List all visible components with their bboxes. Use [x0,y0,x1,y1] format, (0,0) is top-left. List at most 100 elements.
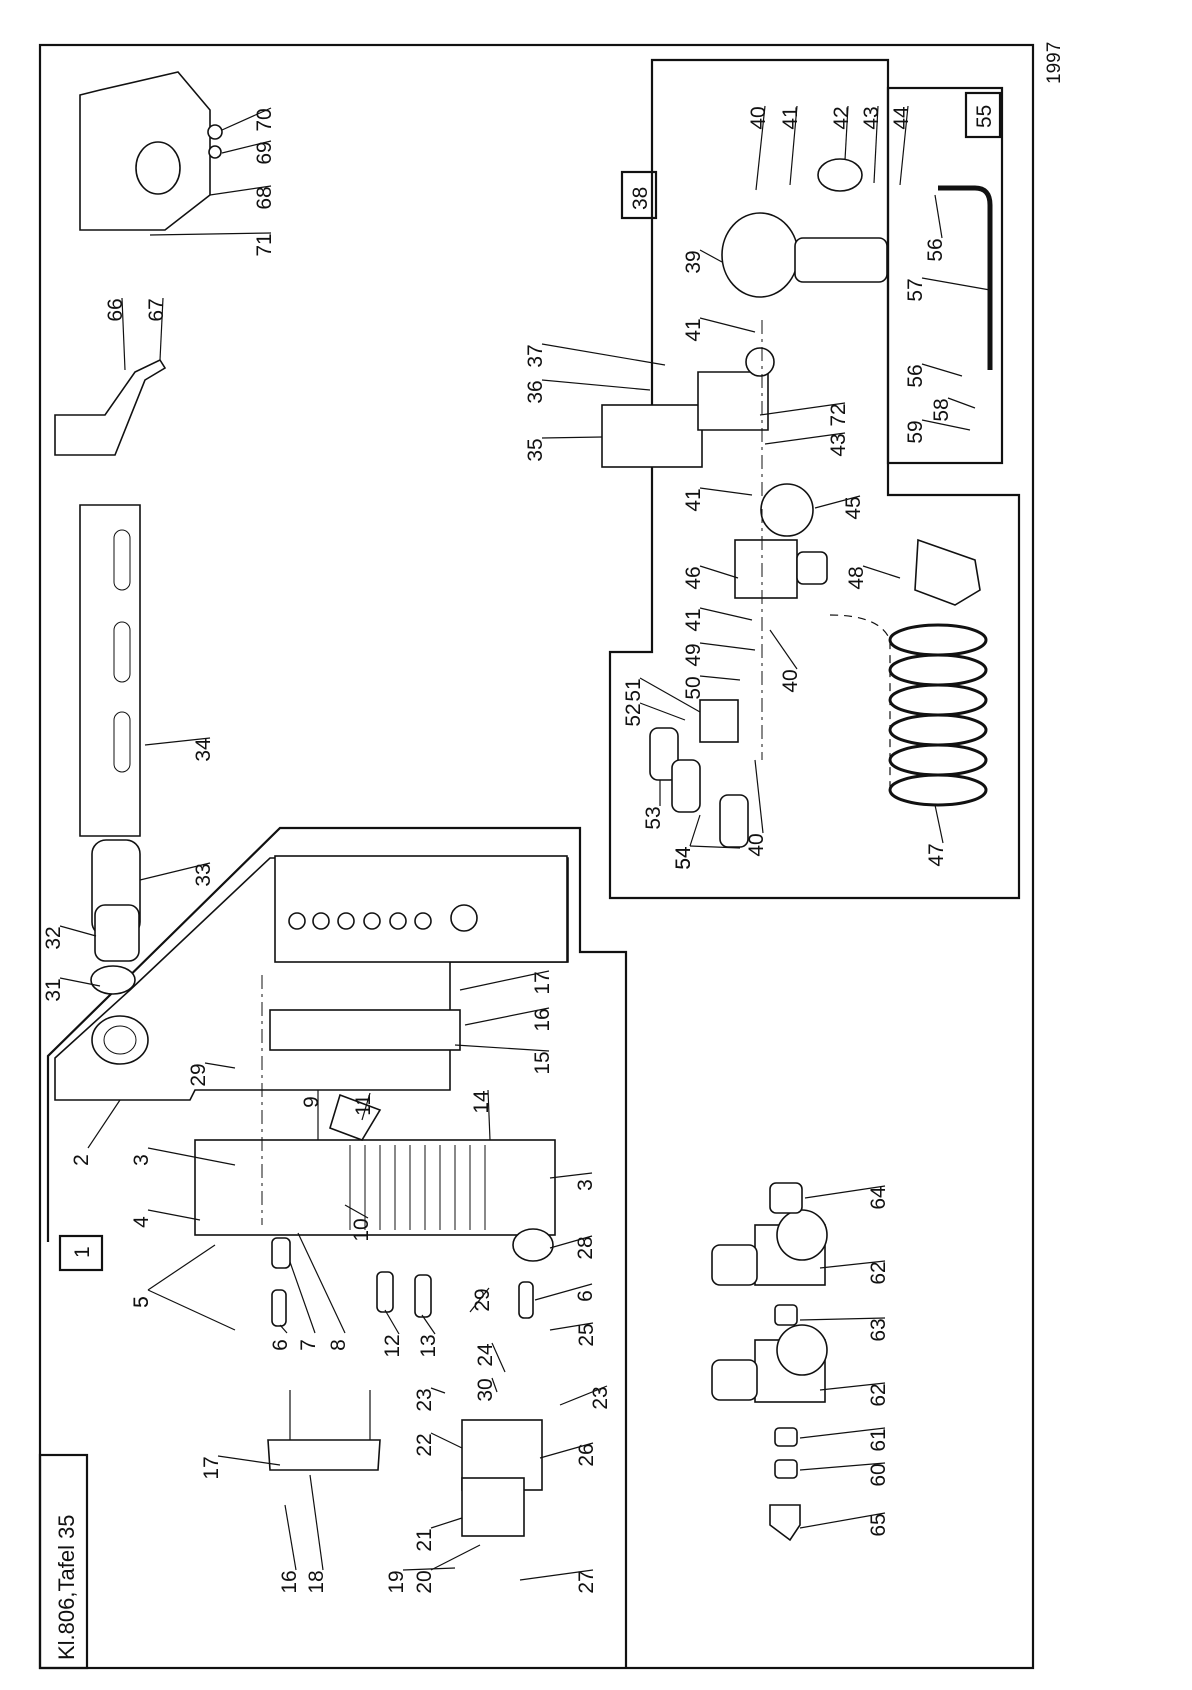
leader-line-15 [455,1045,549,1051]
part-number-12: 12 [381,1334,404,1357]
part-number-46: 46 [682,566,705,589]
part-number-20: 20 [413,1570,436,1593]
part-number-4: 4 [130,1216,153,1228]
leader-line-40 [770,630,797,669]
nut-fitting [746,348,774,376]
part-number-47: 47 [925,843,948,866]
regulator-46 [735,540,797,598]
part-number-54: 54 [672,846,695,870]
part-number-69: 69 [253,141,276,164]
leader-line-52 [640,703,685,720]
leader-line-3 [550,1173,592,1178]
part-number-35: 35 [524,438,547,461]
part-number-36: 36 [524,380,547,403]
leader-line-20 [431,1545,480,1570]
part-number-21: 21 [413,1528,436,1551]
coil-hose-47 [890,715,986,745]
fitting-60 [775,1460,797,1478]
leader-line-8 [298,1233,345,1333]
part-number-41: 41 [682,608,705,631]
part-number-28: 28 [574,1236,597,1259]
regulator-62-upper-gauge [777,1210,827,1260]
group-38-label: 38 [629,187,652,210]
gauge-45 [761,484,813,536]
part-number-40: 40 [779,669,802,692]
fitting-13 [415,1275,431,1317]
leader-line-41 [700,488,752,495]
part-number-43: 43 [860,106,883,129]
leader-line-57 [922,278,990,290]
part-number-58: 58 [930,398,953,421]
part-number-63: 63 [867,1318,890,1341]
part-number-31: 31 [42,978,65,1001]
coil-hose-47 [890,745,986,775]
rail-34 [80,505,140,836]
coil-hose-47 [890,685,986,715]
part-number-41: 41 [779,106,802,129]
part-number-53: 53 [642,806,665,829]
fitting-6a [272,1290,286,1326]
leader-line-16 [285,1505,296,1570]
part-number-3: 3 [130,1154,153,1166]
part-number-7: 7 [297,1339,320,1351]
front-panel [275,856,567,962]
part-number-27: 27 [575,1570,598,1593]
part-number-25: 25 [575,1323,598,1346]
part-number-45: 45 [842,496,865,519]
part-number-60: 60 [867,1463,890,1486]
valve-cover-plate [270,1010,460,1050]
washer-69 [209,146,221,158]
fitting-32 [95,905,139,961]
elbow-65 [770,1505,800,1540]
panel-hole [390,913,406,929]
part-number-56: 56 [904,364,927,387]
leader-line-7 [290,1262,315,1333]
part-number-29: 29 [187,1063,210,1086]
panel-hole [338,913,354,929]
plate-18 [268,1440,380,1470]
fitting-7 [272,1238,290,1268]
part-number-8: 8 [327,1339,350,1351]
part-number-68: 68 [253,186,276,209]
valve-54 [672,760,700,812]
block-20 [462,1478,524,1536]
leader-line-5 [148,1290,235,1330]
group-55-label: 55 [973,105,996,128]
part-number-14: 14 [470,1090,493,1114]
bracket-35-flange [698,372,768,430]
bracket-hole [136,142,180,194]
part-number-67: 67 [145,298,168,321]
leader-line-32 [60,926,96,936]
part-number-9: 9 [300,1096,323,1108]
leader-line-46 [700,566,738,578]
coil-hose-47 [890,625,986,655]
leader-line-35 [542,437,602,438]
filter-39 [722,213,798,297]
part-number-71: 71 [253,233,276,256]
part-number-37: 37 [524,344,547,367]
part-number-48: 48 [845,566,868,589]
nut-70 [208,125,222,139]
part-number-56: 56 [924,238,947,261]
part-number-52: 52 [622,703,645,726]
part-number-41: 41 [682,488,705,511]
part-number-18: 18 [305,1570,328,1593]
part-number-3: 3 [574,1179,597,1191]
tee-51 [700,700,738,742]
part-number-11: 11 [352,1094,375,1116]
group-1-label: 1 [71,1246,94,1258]
part-number-5: 5 [130,1296,153,1308]
part-number-61: 61 [867,1428,890,1451]
part-number-40: 40 [747,106,770,129]
coil-hose-47 [890,655,986,685]
hose-57 [938,188,990,370]
panel-hole [313,913,329,929]
bracket-35 [602,405,702,467]
part-number-42: 42 [830,106,853,129]
filter-bowl [795,238,887,282]
part-number-72: 72 [827,403,850,426]
leader-line-36 [542,380,650,390]
